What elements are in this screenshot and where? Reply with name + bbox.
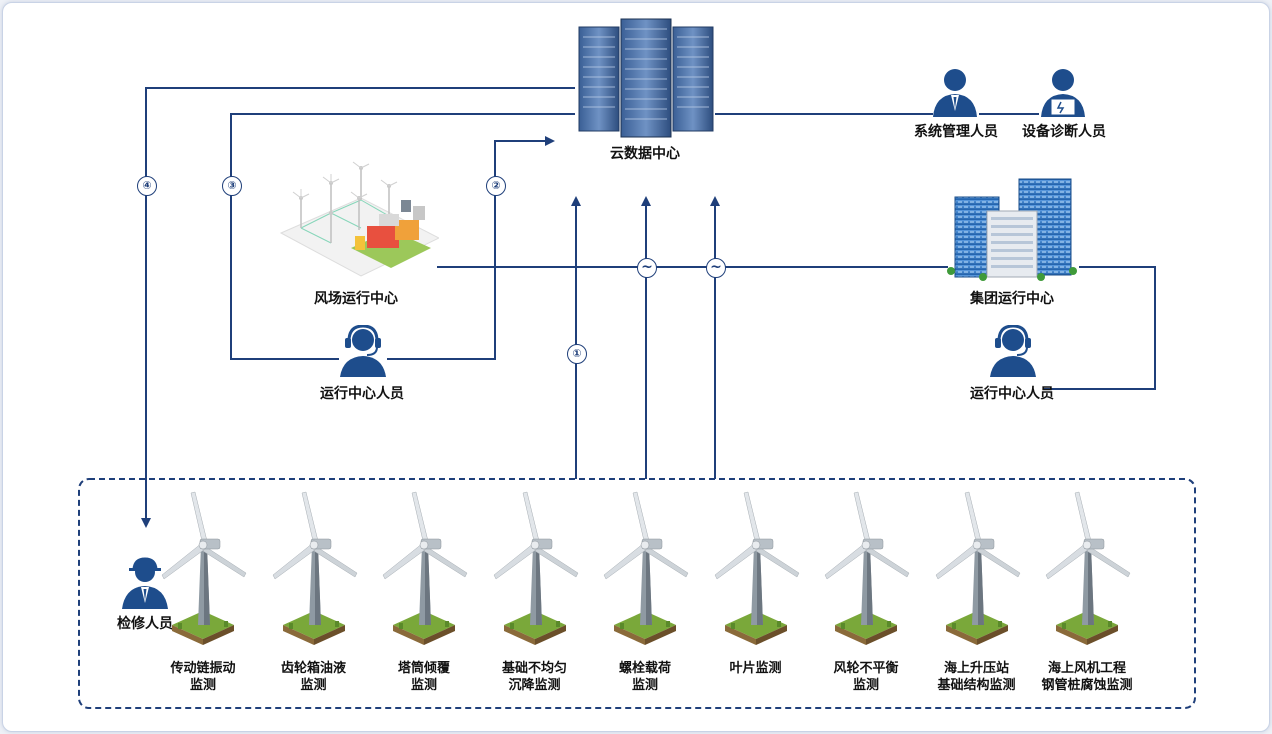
sys-admin-label: 系统管理人员	[914, 124, 998, 140]
turbine-label-line1: 叶片监测	[729, 661, 782, 676]
wind-turbine-icon	[714, 491, 799, 645]
turbine-label-line2: 监测	[410, 678, 437, 693]
turbine-label-line2: 钢管桩腐蚀监测	[1041, 678, 1133, 693]
operator-headset-icon	[990, 325, 1036, 377]
turbine-label-line1: 风轮不平衡	[833, 661, 899, 676]
turbine-label-line1: 传动链振动	[170, 661, 236, 676]
wind-turbine-icon	[935, 491, 1020, 645]
ac-symbol: ~	[637, 258, 657, 278]
maintenance-worker-icon	[122, 556, 168, 609]
link-cloud-maintenance	[141, 87, 575, 528]
ops-left-label: 运行中心人员	[320, 386, 404, 402]
turbine-label-line2: 基础结构监测	[937, 678, 1016, 693]
maintenance-label: 检修人员	[117, 616, 173, 632]
wind-turbine-icon	[1045, 491, 1131, 645]
wind-turbine-icon	[272, 491, 357, 645]
ac-symbol: ~	[706, 258, 726, 278]
turbine-label: 螺栓载荷监测	[590, 660, 700, 694]
step-badge-2: ②	[486, 176, 506, 196]
turbine-label: 海上风机工程钢管桩腐蚀监测	[1032, 660, 1142, 694]
turbine-label: 风轮不平衡监测	[811, 660, 921, 694]
turbine-label: 传动链振动监测	[148, 660, 258, 694]
wind-turbine-icon	[493, 491, 578, 645]
link-group-ops-right	[1043, 266, 1156, 390]
diagnosis-person-icon	[1041, 69, 1085, 117]
server-rack-icon	[578, 18, 714, 138]
wind-farm-icon	[279, 161, 439, 277]
wind-turbine-icon	[382, 491, 468, 645]
monitoring-box	[78, 478, 1196, 709]
turbine-label-line2: 沉降监测	[508, 678, 561, 693]
diag-staff-label: 设备诊断人员	[1022, 124, 1106, 140]
turbine-label-line1: 齿轮箱油液	[280, 661, 346, 676]
turbine-label-line1: 基础不均匀	[501, 661, 567, 676]
wind-turbine-icon	[824, 491, 910, 645]
link-ops-cloud	[387, 136, 555, 360]
turbine-label: 基础不均匀沉降监测	[480, 660, 590, 694]
turbine-label-line1: 海上风机工程	[1047, 661, 1126, 676]
turbine-label: 塔筒倾覆监测	[369, 660, 479, 694]
wind-turbine-icon	[161, 491, 247, 645]
turbine-label-line2: 监测	[189, 678, 216, 693]
connection-lines	[78, 87, 1196, 709]
turbine-label: 齿轮箱油液监测	[259, 660, 369, 694]
wind-center-label: 风场运行中心	[314, 291, 398, 307]
step-badge-4: ④	[137, 176, 157, 196]
turbine-label: 海上升压站基础结构监测	[922, 660, 1032, 694]
step-badge-3: ③	[222, 176, 242, 196]
turbine-label: 叶片监测	[701, 660, 811, 677]
office-buildings-icon	[947, 178, 1077, 281]
operator-headset-icon	[340, 325, 386, 377]
step-badge-1: ①	[567, 344, 587, 364]
ops-right-label: 运行中心人员	[970, 386, 1054, 402]
group-center-label: 集团运行中心	[970, 291, 1054, 307]
turbine-label-line2: 监测	[852, 678, 879, 693]
wind-turbine-icon	[603, 491, 689, 645]
turbine-label-line2: 监测	[300, 678, 327, 693]
link-cloud-ops-left	[230, 113, 575, 360]
cloud-center-label: 云数据中心	[610, 146, 680, 162]
turbine-label-line1: 海上升压站	[943, 661, 1009, 676]
turbine-label-line2: 监测	[631, 678, 658, 693]
turbine-label-line1: 螺栓载荷	[618, 661, 671, 676]
turbine-label-line1: 塔筒倾覆	[397, 661, 450, 676]
admin-person-icon	[933, 69, 977, 117]
